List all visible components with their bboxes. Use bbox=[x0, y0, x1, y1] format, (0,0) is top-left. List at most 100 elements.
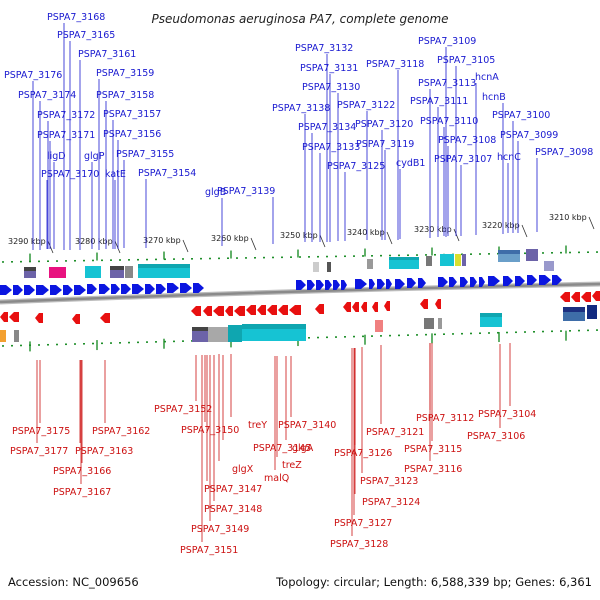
top-gene-label[interactable]: PSPA7_3174 bbox=[18, 90, 76, 101]
forward-gene-arrow[interactable] bbox=[515, 276, 525, 286]
bottom-gene-label[interactable]: glgA bbox=[292, 443, 314, 454]
reverse-gene-arrow[interactable] bbox=[191, 306, 201, 316]
top-gene-label[interactable]: PSPA7_3172 bbox=[37, 110, 95, 121]
top-gene-label[interactable]: PSPA7_3139 bbox=[217, 186, 275, 197]
forward-gene-arrow[interactable] bbox=[369, 279, 375, 289]
bottom-gene-label[interactable]: PSPA7_3112 bbox=[416, 413, 474, 424]
reverse-gene-arrow[interactable] bbox=[225, 306, 233, 316]
reverse-gene-arrow[interactable] bbox=[581, 292, 591, 302]
bottom-gene-label[interactable]: PSPA7_3104 bbox=[478, 409, 536, 420]
forward-gene-arrow[interactable] bbox=[395, 279, 405, 289]
forward-gene-arrow[interactable] bbox=[488, 276, 500, 286]
reverse-gene-arrow[interactable] bbox=[234, 306, 245, 316]
forward-gene-arrow[interactable] bbox=[527, 275, 537, 285]
forward-gene-arrow[interactable] bbox=[121, 284, 131, 294]
reverse-gene-arrow[interactable] bbox=[435, 299, 441, 309]
top-gene-label[interactable]: PSPA7_3098 bbox=[535, 147, 593, 158]
forward-gene-arrow[interactable] bbox=[341, 280, 347, 290]
forward-gene-arrow[interactable] bbox=[63, 285, 73, 295]
forward-gene-arrow[interactable] bbox=[386, 279, 392, 289]
reverse-gene-arrow[interactable] bbox=[571, 292, 580, 302]
forward-gene-arrow[interactable] bbox=[470, 277, 477, 287]
forward-gene-arrow[interactable] bbox=[180, 283, 192, 293]
top-gene-label[interactable]: PSPA7_3113 bbox=[418, 78, 476, 89]
reverse-gene-arrow[interactable] bbox=[257, 305, 266, 315]
top-gene-label[interactable]: PSPA7_3100 bbox=[492, 110, 550, 121]
reverse-gene-arrow[interactable] bbox=[592, 291, 600, 301]
bottom-gene-label[interactable]: PSPA7_3124 bbox=[362, 497, 420, 508]
top-gene-label[interactable]: PSPA7_3099 bbox=[500, 130, 558, 141]
top-gene-label[interactable]: PSPA7_3108 bbox=[438, 135, 496, 146]
forward-gene-arrow[interactable] bbox=[449, 277, 457, 287]
bottom-gene-label[interactable]: PSPA7_3149 bbox=[191, 524, 249, 535]
reverse-gene-arrow[interactable] bbox=[35, 313, 43, 323]
top-gene-label[interactable]: PSPA7_3168 bbox=[47, 12, 105, 23]
forward-gene-arrow[interactable] bbox=[50, 285, 62, 295]
reverse-gene-arrow[interactable] bbox=[289, 305, 301, 315]
reverse-gene-arrow[interactable] bbox=[72, 314, 80, 324]
top-gene-label[interactable]: hcnA bbox=[475, 72, 499, 83]
forward-gene-arrow[interactable] bbox=[24, 285, 35, 295]
bottom-gene-label[interactable]: PSPA7_3162 bbox=[92, 426, 150, 437]
top-gene-label[interactable]: PSPA7_3176 bbox=[4, 70, 62, 81]
top-gene-label[interactable]: PSPA7_3165 bbox=[57, 30, 115, 41]
reverse-gene-arrow[interactable] bbox=[203, 306, 212, 316]
bottom-gene-label[interactable]: PSPA7_3140 bbox=[278, 420, 336, 431]
top-gene-label[interactable]: PSPA7_3134 bbox=[298, 122, 356, 133]
forward-gene-arrow[interactable] bbox=[111, 284, 120, 294]
bottom-gene-label[interactable]: PSPA7_3151 bbox=[180, 545, 238, 556]
forward-gene-arrow[interactable] bbox=[167, 283, 179, 293]
bottom-gene-label[interactable]: PSPA7_3145 bbox=[253, 443, 311, 454]
forward-gene-arrow[interactable] bbox=[74, 285, 86, 295]
forward-gene-arrow[interactable] bbox=[87, 284, 97, 294]
reverse-gene-arrow[interactable] bbox=[384, 301, 390, 311]
bottom-gene-label[interactable]: PSPA7_3163 bbox=[75, 446, 133, 457]
top-gene-label[interactable]: PSPA7_3120 bbox=[355, 119, 413, 130]
bottom-gene-label[interactable]: PSPA7_3127 bbox=[334, 518, 392, 529]
bottom-gene-label[interactable]: PSPA7_3147 bbox=[204, 484, 262, 495]
top-gene-label[interactable]: PSPA7_3171 bbox=[37, 130, 95, 141]
forward-gene-arrow[interactable] bbox=[438, 277, 448, 287]
bottom-gene-label[interactable]: PSPA7_3177 bbox=[10, 446, 68, 457]
bottom-gene-label[interactable]: treZ bbox=[282, 460, 302, 471]
top-gene-label[interactable]: PSPA7_3122 bbox=[337, 100, 395, 111]
top-gene-label[interactable]: PSPA7_3125 bbox=[327, 161, 385, 172]
forward-gene-arrow[interactable] bbox=[0, 285, 12, 295]
reverse-gene-arrow[interactable] bbox=[267, 305, 277, 315]
bottom-gene-label[interactable]: treY bbox=[248, 420, 267, 431]
top-gene-label[interactable]: katE bbox=[105, 169, 126, 180]
top-gene-label[interactable]: hcnB bbox=[482, 92, 506, 103]
top-gene-label[interactable]: PSPA7_3170 bbox=[41, 169, 99, 180]
top-gene-label[interactable]: PSPA7_3156 bbox=[103, 129, 161, 140]
forward-gene-arrow[interactable] bbox=[460, 277, 468, 287]
forward-gene-arrow[interactable] bbox=[479, 277, 485, 287]
forward-gene-arrow[interactable] bbox=[193, 283, 204, 293]
top-gene-label[interactable]: PSPA7_3131 bbox=[300, 63, 358, 74]
forward-gene-arrow[interactable] bbox=[307, 280, 315, 290]
forward-gene-arrow[interactable] bbox=[418, 278, 426, 288]
top-gene-label[interactable]: PSPA7_3109 bbox=[418, 36, 476, 47]
top-gene-label[interactable]: PSPA7_3154 bbox=[138, 168, 196, 179]
forward-gene-arrow[interactable] bbox=[377, 279, 385, 289]
top-gene-label[interactable]: PSPA7_3130 bbox=[302, 82, 360, 93]
reverse-gene-arrow[interactable] bbox=[100, 313, 110, 323]
bottom-gene-label[interactable]: PSPA7_3126 bbox=[334, 448, 392, 459]
bottom-gene-label[interactable]: PSPA7_3128 bbox=[330, 539, 388, 550]
forward-gene-arrow[interactable] bbox=[156, 284, 166, 294]
top-gene-label[interactable]: hcnC bbox=[497, 152, 521, 163]
reverse-gene-arrow[interactable] bbox=[420, 299, 428, 309]
bottom-gene-label[interactable]: glgX bbox=[232, 464, 254, 475]
forward-gene-arrow[interactable] bbox=[296, 280, 306, 290]
reverse-gene-arrow[interactable] bbox=[352, 302, 359, 312]
reverse-gene-arrow[interactable] bbox=[213, 306, 224, 316]
forward-gene-arrow[interactable] bbox=[132, 284, 144, 294]
reverse-gene-arrow[interactable] bbox=[343, 302, 351, 312]
forward-gene-arrow[interactable] bbox=[407, 278, 416, 288]
forward-gene-arrow[interactable] bbox=[333, 280, 340, 290]
top-gene-label[interactable]: PSPA7_3111 bbox=[410, 96, 468, 107]
top-gene-label[interactable]: PSPA7_3110 bbox=[420, 116, 478, 127]
top-gene-label[interactable]: glgP bbox=[84, 151, 105, 162]
top-gene-label[interactable]: PSPA7_3155 bbox=[116, 149, 174, 160]
forward-gene-arrow[interactable] bbox=[355, 279, 367, 289]
reverse-gene-arrow[interactable] bbox=[9, 312, 19, 322]
